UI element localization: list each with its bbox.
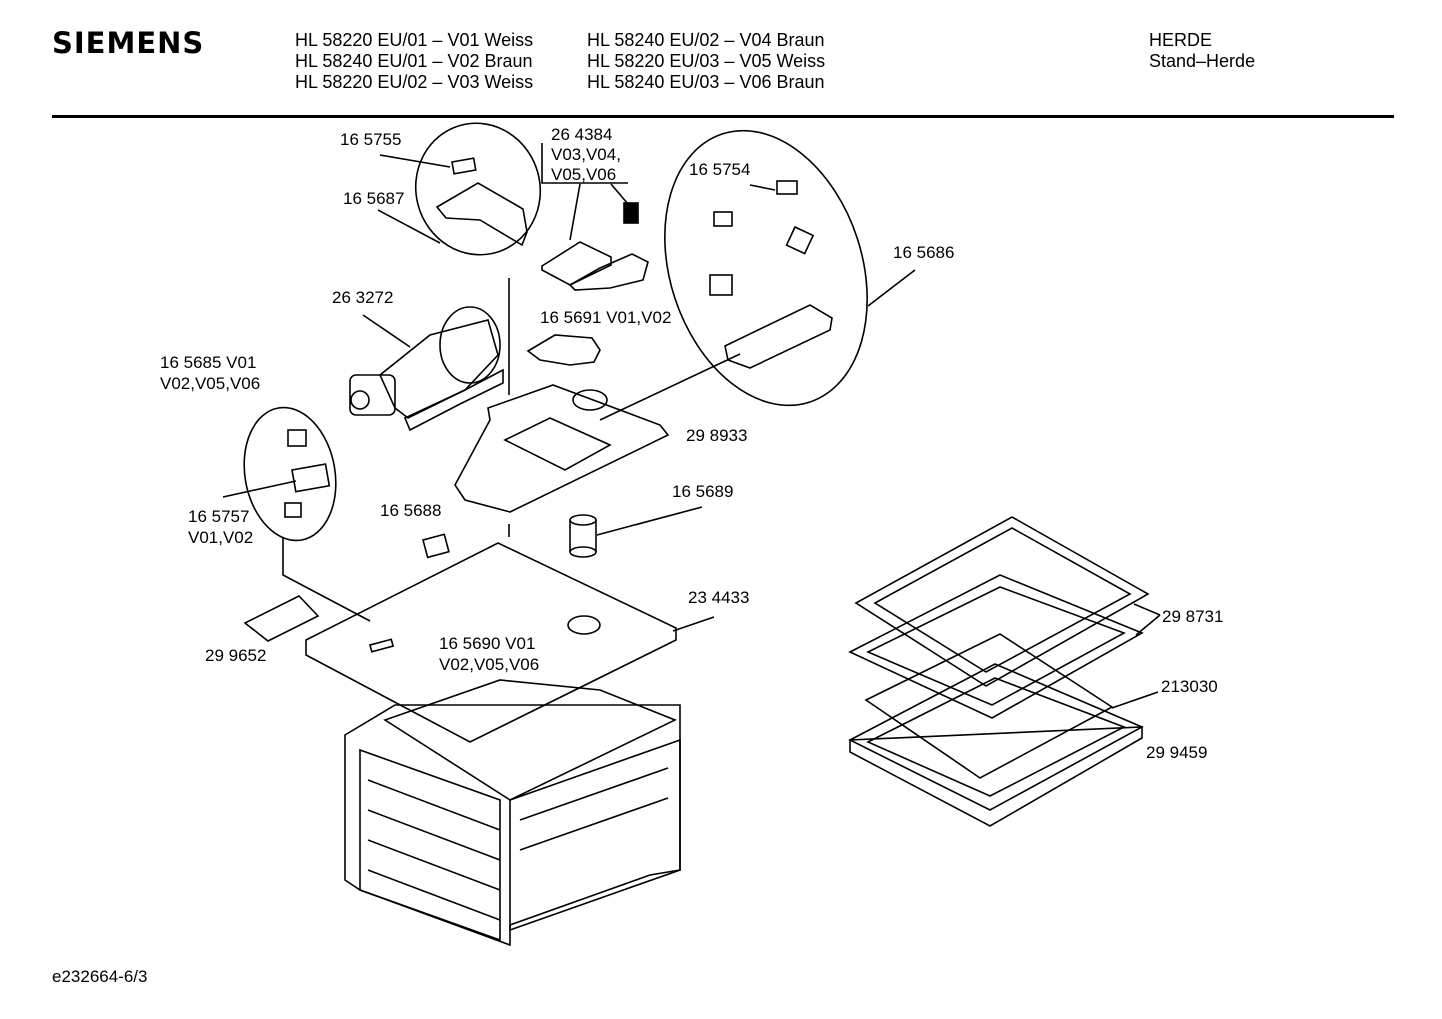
model-line: HL 58220 EU/01 – V01 Weiss (295, 30, 534, 50)
part-label-165688: 16 5688 (380, 501, 442, 520)
part-label-165691: 16 5691 V01,V02 (540, 308, 672, 327)
part-label-264384: 26 4384 V03,V04, V05,V06 (551, 125, 621, 185)
header-divider (52, 115, 1394, 118)
part-label-165754: 16 5754 (689, 160, 751, 179)
part-label-line: V02,V05,V06 (439, 655, 540, 674)
part-label-165689: 16 5689 (672, 482, 734, 501)
group-ellipse-left (243, 406, 337, 542)
group-ellipse-right (664, 129, 868, 407)
part-label-line: 16 5757 (188, 507, 250, 526)
part-label-line: V03,V04, (551, 145, 621, 164)
part-label-263272: 26 3272 (332, 288, 394, 307)
document-id: e232664-6/3 (52, 967, 148, 986)
model-line: HL 58240 EU/02 – V04 Braun (587, 30, 825, 50)
part-label-165757: 16 5757 V01,V02 (188, 506, 253, 548)
model-list-col1: HL 58220 EU/01 – V01 Weiss HL 58240 EU/0… (295, 30, 533, 93)
part-label-line: V05,V06 (551, 165, 617, 184)
category-line: Stand–Herde (1149, 51, 1256, 71)
part-label-165685: 16 5685 V01 V02,V05,V06 (160, 352, 260, 394)
model-list-col2: HL 58240 EU/02 – V04 Braun HL 58220 EU/0… (587, 30, 825, 93)
part-label-298933: 29 8933 (686, 426, 748, 445)
part-label-234433: 23 4433 (688, 588, 750, 607)
model-line: HL 58240 EU/03 – V06 Braun (587, 72, 825, 92)
model-line: HL 58240 EU/01 – V02 Braun (295, 51, 533, 71)
model-line: HL 58220 EU/02 – V03 Weiss (295, 72, 534, 92)
part-label-line: V01,V02 (188, 528, 254, 547)
part-label-298731: 29 8731 (1162, 607, 1224, 626)
part-label-line: 26 4384 (551, 125, 613, 144)
model-line: HL 58220 EU/03 – V05 Weiss (587, 51, 826, 71)
category-line: HERDE (1149, 30, 1213, 50)
part-label-line: 16 5690 V01 (439, 634, 536, 653)
part-label-213030: 213030 (1161, 677, 1218, 696)
part-label-165687: 16 5687 (343, 189, 405, 208)
part-label-165690: 16 5690 V01 V02,V05,V06 (439, 633, 539, 675)
part-label-165686: 16 5686 (893, 243, 955, 262)
part-label-299459: 29 9459 (1146, 743, 1208, 762)
part-label-line: V02,V05,V06 (160, 374, 261, 393)
group-ellipse-top (414, 122, 542, 256)
part-label-165755: 16 5755 (340, 130, 402, 149)
category-block: HERDE Stand–Herde (1149, 30, 1255, 72)
brand-logo: SIEMENS (52, 26, 205, 60)
part-label-299652: 29 9652 (205, 646, 267, 665)
part-label-line: 16 5685 V01 (160, 353, 257, 372)
